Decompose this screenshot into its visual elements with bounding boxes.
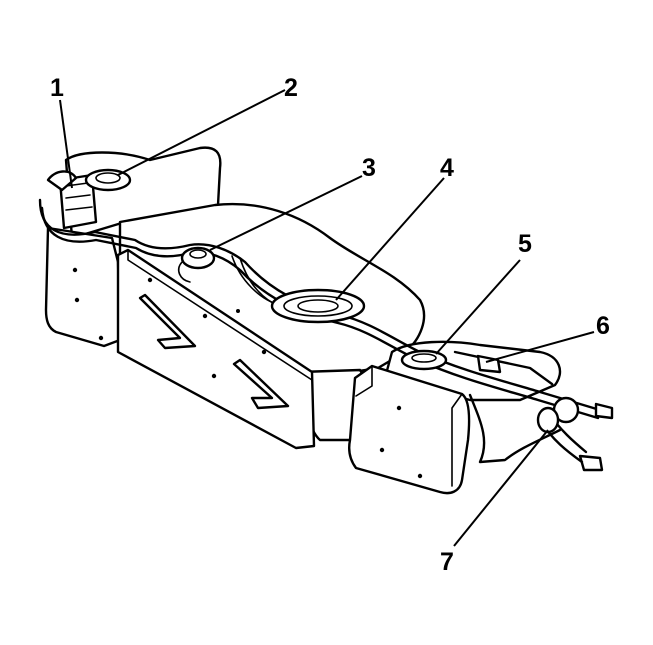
tank-right-end <box>348 364 471 495</box>
callout-1: 1 <box>50 74 64 102</box>
canister-connector <box>46 170 78 192</box>
connector-lower <box>578 454 604 472</box>
leader-1 <box>59 99 73 189</box>
callout-2: 2 <box>284 74 298 102</box>
leader-6 <box>485 331 595 363</box>
fuel-pump-lock-ring <box>270 288 366 324</box>
leader-5 <box>435 259 521 355</box>
tank-left-end <box>44 226 122 348</box>
rollover-valve <box>178 246 216 283</box>
callout-4: 4 <box>440 154 454 182</box>
harness-connector <box>536 406 560 434</box>
callout-7: 7 <box>440 548 454 576</box>
fuel-tank <box>44 146 562 495</box>
callout-5: 5 <box>518 230 532 258</box>
secondary-module <box>400 349 448 371</box>
leader-3 <box>209 175 363 251</box>
callout-labels: 1 2 3 4 5 6 7 <box>50 74 610 576</box>
canister-body <box>58 173 98 230</box>
leader-7 <box>453 429 549 547</box>
shield-strap-left <box>138 293 197 350</box>
callout-3: 3 <box>362 154 376 182</box>
leader-lines <box>59 89 595 547</box>
callout-6: 6 <box>596 312 610 340</box>
fuel-pump-module <box>270 288 366 324</box>
wiring-harness <box>453 350 614 472</box>
leader-4 <box>335 177 445 301</box>
shield-strap-right <box>232 358 290 410</box>
tank-shield <box>72 248 423 479</box>
connector-upper <box>594 402 614 420</box>
evap-canister <box>46 170 98 230</box>
leader-2 <box>117 89 286 176</box>
